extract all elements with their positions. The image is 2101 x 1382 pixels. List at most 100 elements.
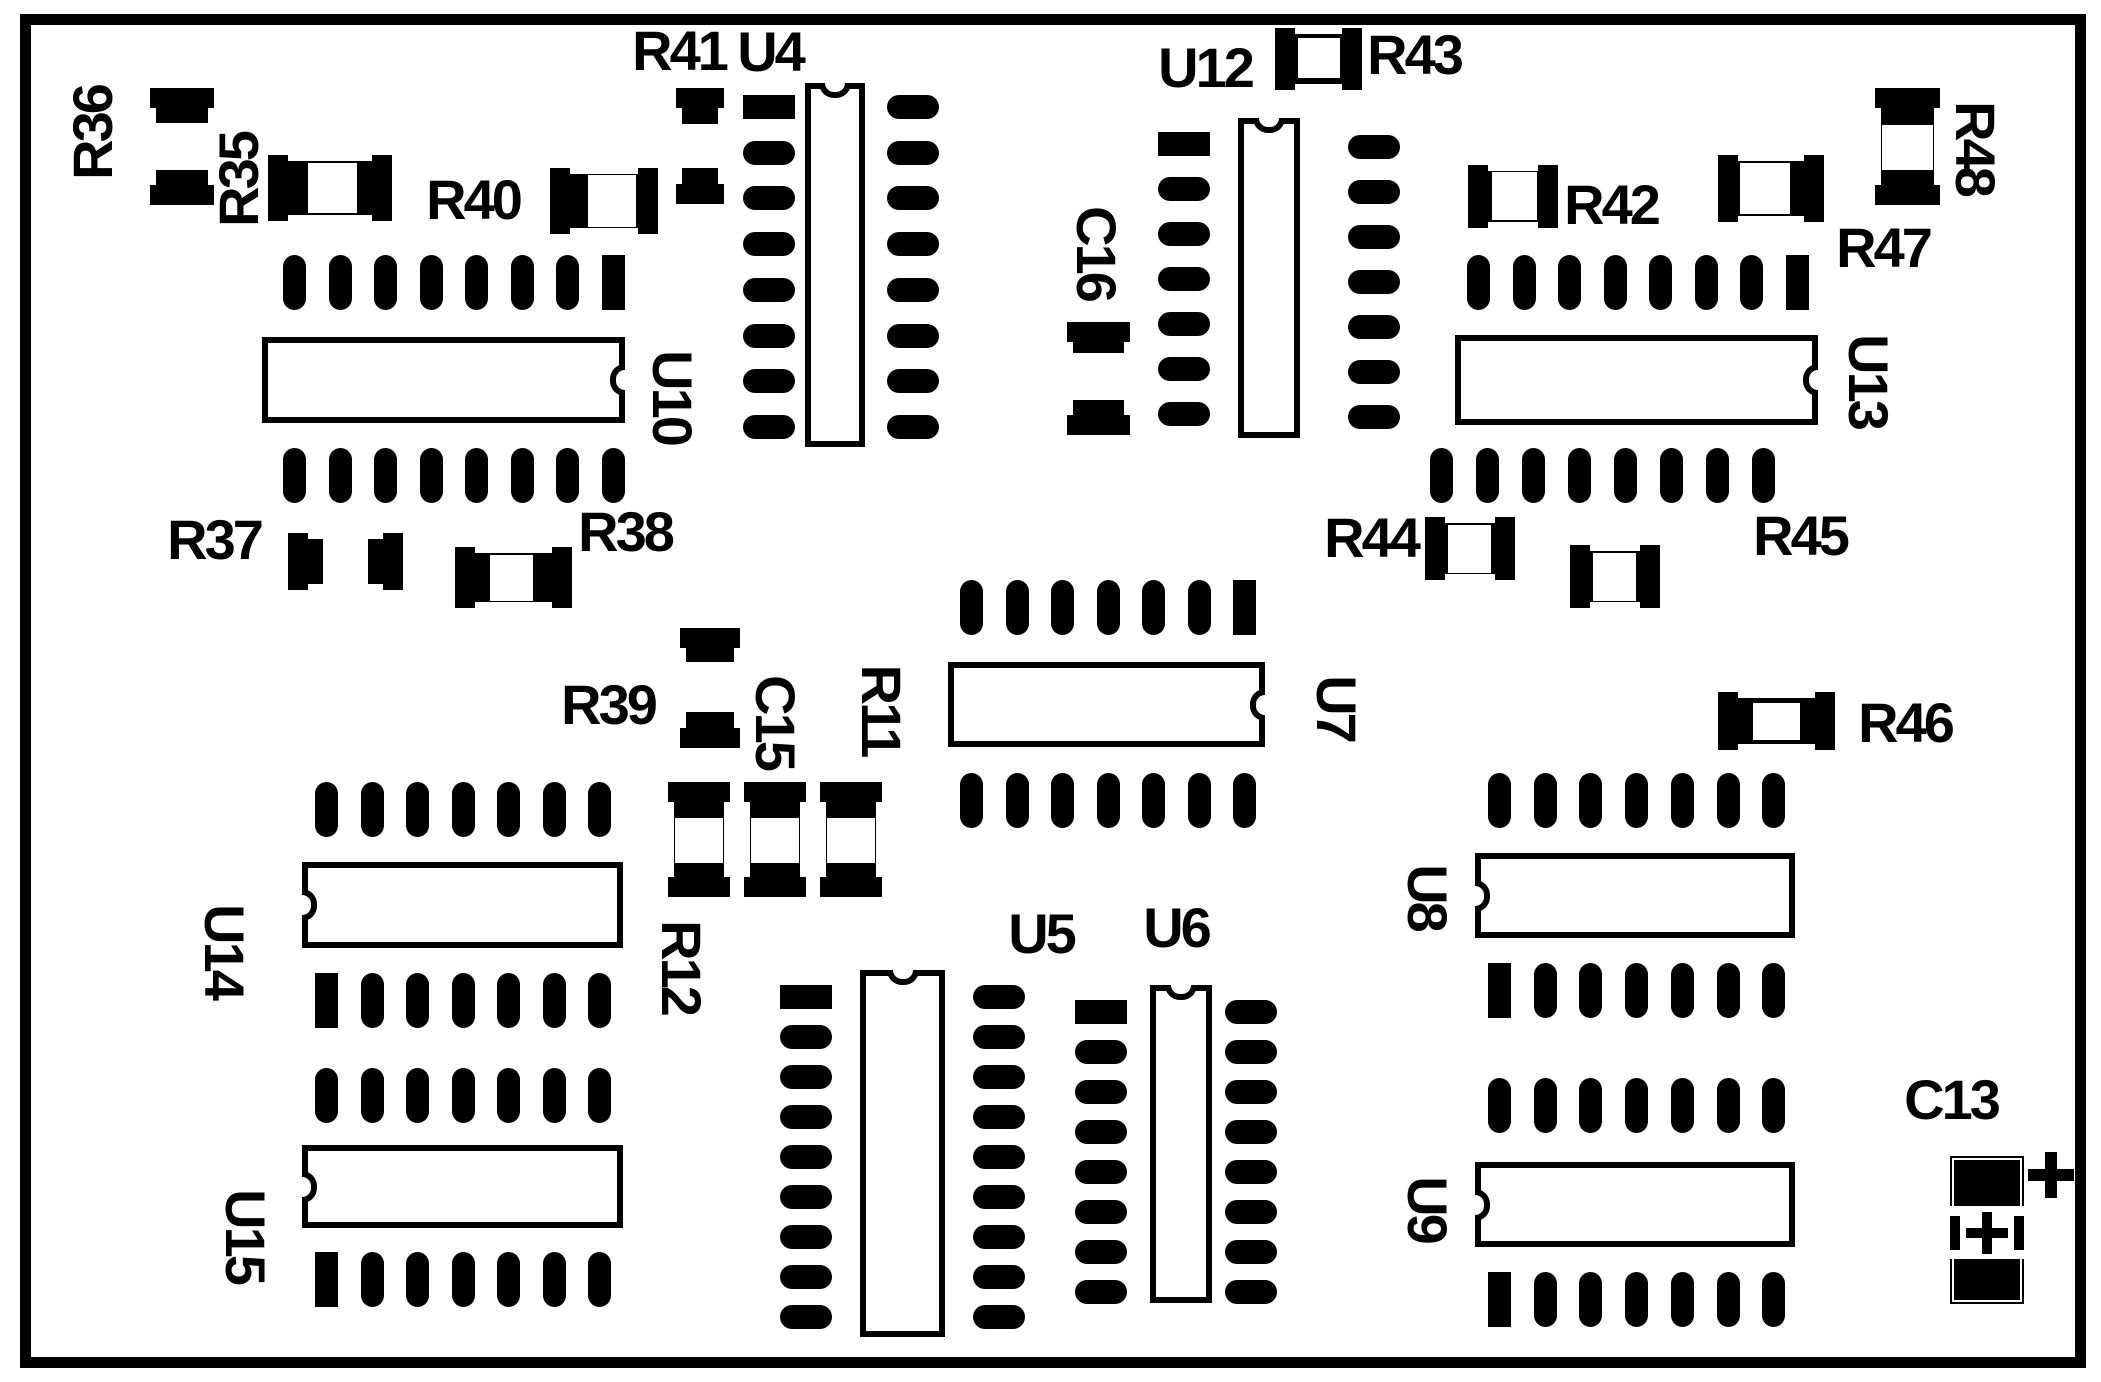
- ic-outline-u14: [302, 862, 623, 948]
- smd-pad-u8-bot-1: [1488, 963, 1511, 1018]
- smd-pad-u9-top-2: [1533, 1078, 1557, 1133]
- refdes-label-r40: R40: [426, 168, 523, 231]
- component-body: [668, 877, 730, 897]
- smd-pad-u15-top-4: [451, 1068, 475, 1123]
- smd-pad-u13-top-1: [1467, 255, 1490, 310]
- refdes-label-u8: U8: [1396, 864, 1459, 930]
- smd-pad-u7-top-3: [1051, 580, 1074, 635]
- smd-pad-u7-bot-1: [960, 773, 983, 828]
- smd-pad-u9-bot-2: [1533, 1272, 1557, 1327]
- smd-pad-u7-top-6: [1187, 580, 1211, 635]
- refdes-label-u14: U14: [193, 904, 256, 998]
- component-window: [1492, 172, 1537, 220]
- pin1-notch-icon: [1253, 118, 1285, 133]
- smd-pad-u7-bot-7: [1233, 773, 1256, 828]
- refdes-label-r12: R12: [650, 920, 713, 1014]
- smd-pad-u4-right-3: [887, 186, 939, 211]
- smd-pad-u13-bot-6: [1660, 448, 1683, 503]
- c13-bottom-band: [1950, 1259, 2024, 1304]
- smd-pad-u5-right-8: [973, 1265, 1025, 1289]
- smd-pad-u10-top-5: [465, 255, 488, 310]
- component-window: [588, 175, 636, 227]
- smd-pad-u5-left-5: [780, 1145, 832, 1169]
- smd-pad-u10-bot-1: [283, 448, 306, 503]
- smd-pad-u9-top-7: [1762, 1078, 1786, 1133]
- c13-polarity-plus-icon: [1982, 1211, 1992, 1254]
- smd-pad-u12-right-4: [1348, 270, 1400, 294]
- component-r42: [1468, 165, 1558, 228]
- pin1-notch-icon: [1475, 879, 1490, 912]
- smd-pad-u12-left-7: [1158, 402, 1210, 426]
- refdes-label-r48: R48: [1944, 101, 2007, 195]
- component-window: [827, 818, 875, 863]
- component-r12a: [668, 782, 730, 897]
- smd-pad-u4-right-2: [887, 140, 939, 165]
- smd-pad-u15-bot-2: [360, 1252, 384, 1307]
- smd-pad-u10-bot-3: [374, 448, 397, 503]
- smd-pad-u10-top-7: [556, 255, 579, 310]
- smd-pad-u10-bot-2: [328, 448, 352, 503]
- smd-pad-u13-top-8: [1785, 255, 1809, 310]
- component-window: [308, 163, 357, 213]
- smd-pad-u14-bot-4: [451, 973, 475, 1028]
- smd-pad-u7-top-2: [1005, 580, 1029, 635]
- ic-outline-u8: [1475, 853, 1795, 938]
- smd-pad-u8-top-3: [1579, 773, 1603, 828]
- refdes-label-r47: R47: [1836, 216, 1933, 279]
- component-body: [1067, 322, 1130, 342]
- smd-pad-u4-left-8: [743, 414, 795, 439]
- smd-pad-u8-top-5: [1670, 773, 1694, 828]
- component-body: [372, 155, 392, 221]
- smd-pad-u8-bot-2: [1533, 963, 1557, 1018]
- smd-pad-u8-top-4: [1625, 773, 1649, 828]
- component-body: [268, 155, 288, 221]
- component-body: [1718, 692, 1738, 750]
- smd-pad-u6-left-6: [1075, 1200, 1127, 1224]
- smd-pad-u15-top-3: [406, 1068, 429, 1123]
- component-body: [1570, 545, 1590, 608]
- smd-pad-u9-top-4: [1625, 1078, 1649, 1133]
- smd-pad-u7-bot-6: [1187, 773, 1211, 828]
- component-body: [1640, 545, 1660, 608]
- smd-pad-u8-top-6: [1716, 773, 1740, 828]
- smd-pad-u10-bot-8: [601, 448, 625, 503]
- component-window: [1448, 525, 1491, 573]
- smd-pad-u13-top-4: [1603, 255, 1627, 310]
- component-body: [744, 877, 806, 897]
- smd-pad-u12-right-5: [1348, 315, 1400, 339]
- component-c13: [1950, 1156, 2024, 1304]
- component-body: [1815, 692, 1835, 750]
- smd-pad-u15-bot-4: [451, 1252, 475, 1307]
- smd-pad-u13-bot-7: [1706, 448, 1729, 503]
- pin1-notch-icon: [302, 1170, 317, 1203]
- smd-pad-u6-right-5: [1225, 1160, 1277, 1184]
- smd-pad-u13-bot-2: [1476, 448, 1499, 503]
- smd-pad-u10-top-8: [601, 255, 625, 310]
- component-window: [751, 818, 799, 863]
- component-body: [676, 88, 724, 108]
- smd-pad-u5-left-3: [780, 1065, 832, 1089]
- smd-pad-u13-top-3: [1558, 255, 1581, 310]
- smd-pad-u12-left-3: [1158, 222, 1210, 246]
- component-window: [1753, 703, 1800, 740]
- component-body: [820, 782, 882, 802]
- refdes-label-u4: U4: [737, 20, 806, 83]
- smd-pad-u14-top-1: [315, 782, 338, 837]
- smd-pad-u13-bot-4: [1568, 448, 1591, 503]
- refdes-label-u6: U6: [1143, 896, 1212, 959]
- component-window: [686, 662, 734, 712]
- smd-pad-u5-left-2: [780, 1025, 832, 1049]
- refdes-label-c16: C16: [1065, 206, 1128, 300]
- smd-pad-u6-right-6: [1225, 1200, 1277, 1224]
- refdes-label-r41: R41: [632, 19, 729, 82]
- smd-pad-u12-left-6: [1158, 357, 1210, 381]
- smd-pad-u15-top-5: [497, 1068, 520, 1123]
- smd-pad-u15-top-7: [588, 1068, 611, 1123]
- component-window: [1073, 353, 1125, 400]
- smd-pad-u5-right-7: [973, 1225, 1025, 1249]
- component-body: [150, 88, 214, 108]
- smd-pad-u6-left-2: [1075, 1040, 1127, 1064]
- smd-pad-u6-left-1: [1075, 1000, 1127, 1024]
- pin1-notch-icon: [1165, 985, 1197, 1000]
